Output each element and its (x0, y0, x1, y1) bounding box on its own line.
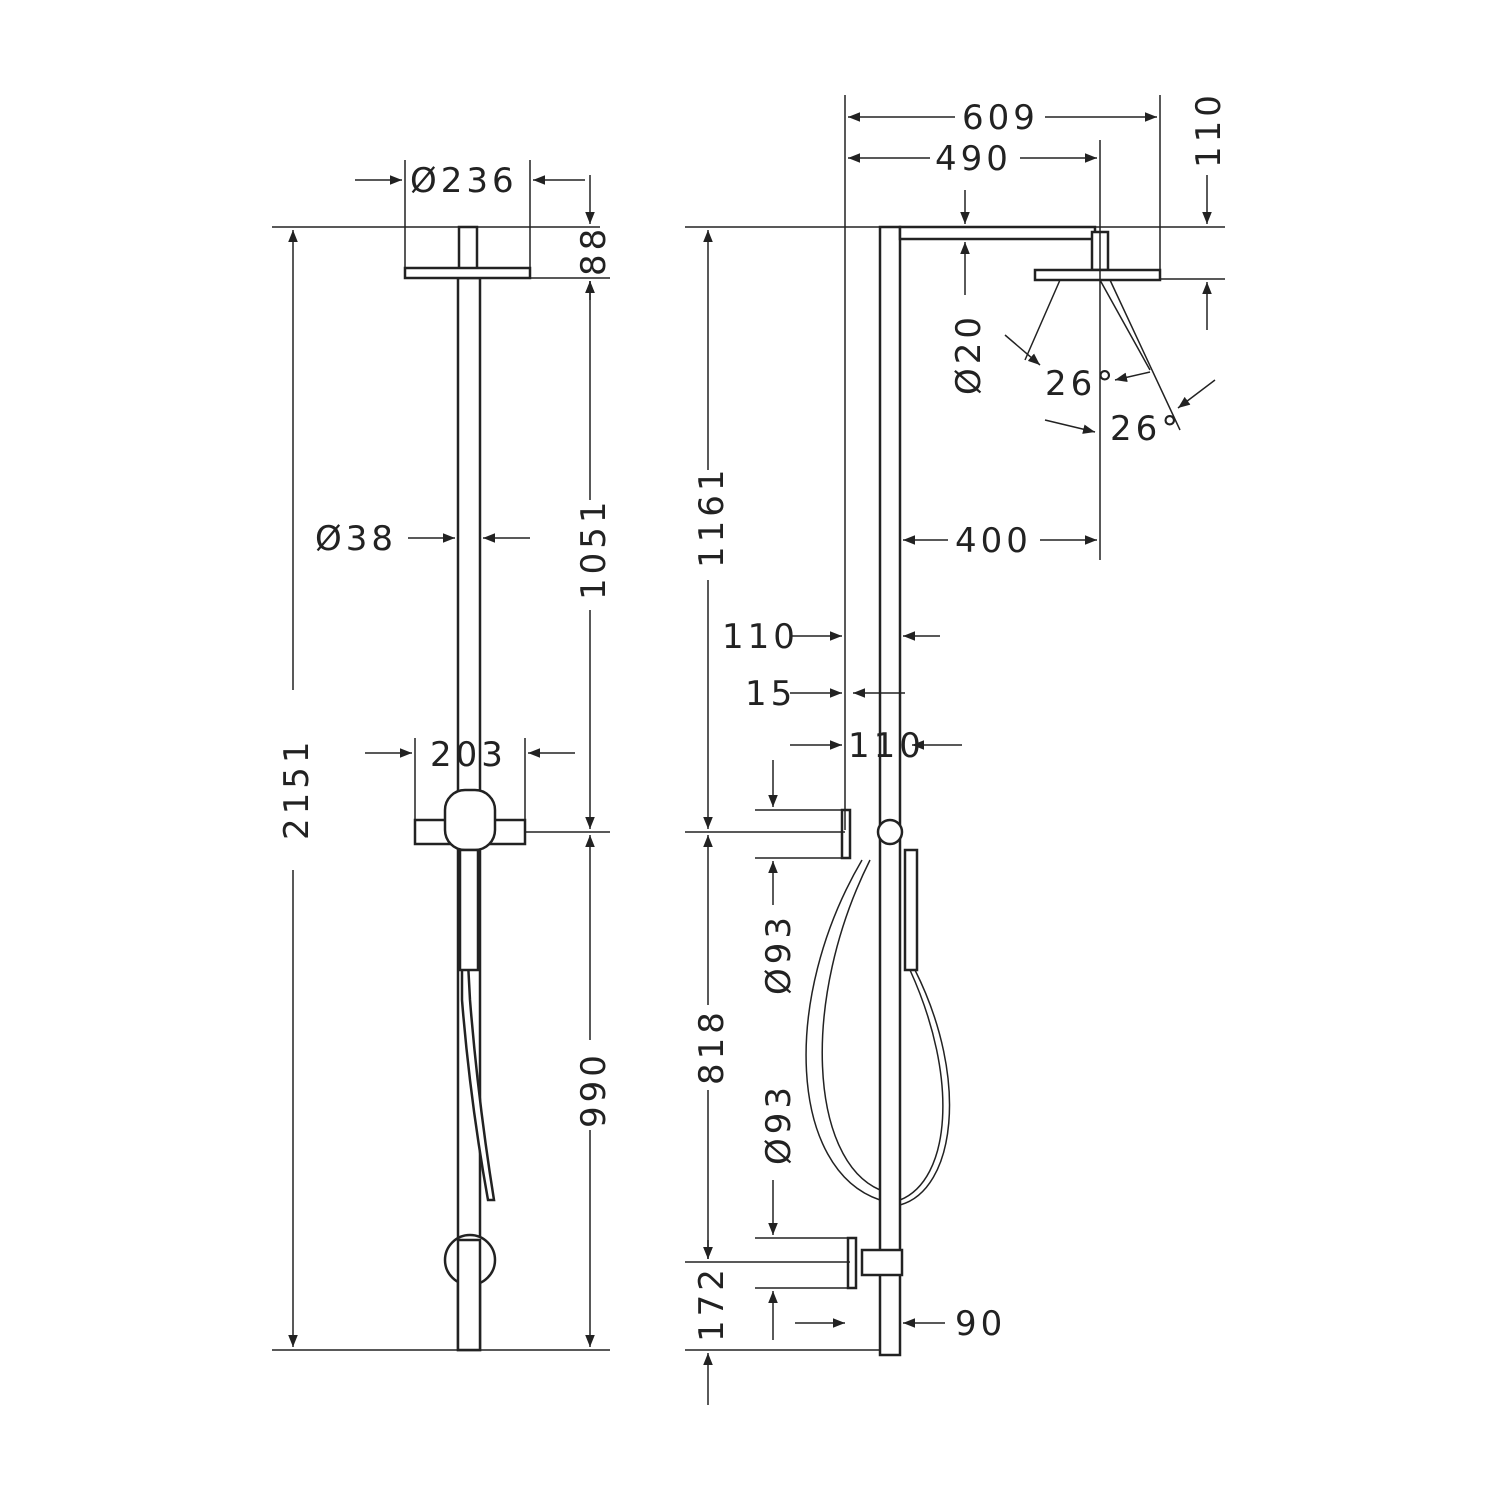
dim-lower-height: 990 (574, 1051, 614, 1128)
dim-upper-height-side: 1161 (692, 465, 732, 568)
mixer-handle (443, 788, 497, 852)
dim-mixer-width: 203 (430, 735, 507, 775)
dim-angle-1: 26° (1045, 364, 1117, 404)
dim-wall-distance-2: 110 (848, 726, 925, 766)
dim-connection-diameter-2: Ø93 (759, 1083, 799, 1165)
side-shower-head (1033, 268, 1162, 282)
dim-head-height: 88 (574, 225, 614, 276)
dim-head-from-column: 400 (955, 521, 1032, 561)
dim-arm-diameter: Ø20 (949, 313, 989, 395)
head-connector (457, 225, 479, 271)
hand-shower (458, 848, 480, 972)
column (878, 225, 902, 1357)
dim-outlet-projection: 90 (955, 1304, 1006, 1344)
dim-lower-height-side: 818 (692, 1008, 732, 1085)
dim-wall-gap: 15 (745, 674, 796, 714)
lower-connector (846, 1236, 858, 1290)
upper-connector (840, 808, 852, 860)
hand-shower-hose (460, 849, 496, 1202)
outlet-elbow (860, 1248, 904, 1277)
dim-angle-2: 26° (1110, 409, 1182, 449)
dim-total-height: 2151 (277, 737, 317, 840)
dim-connection-diameter-1: Ø93 (759, 913, 799, 995)
dim-wall-distance-1: 110 (722, 617, 799, 657)
side-hand-shower (903, 848, 919, 972)
side-view: 609 490 110 Ø20 26° 26° 1161 400 110 15 … (685, 91, 1229, 1405)
dim-total-projection: 609 (962, 98, 1039, 138)
pipe-bottom (456, 1238, 482, 1352)
front-view: 2151 1051 990 88 Ø236 Ø38 203 (272, 160, 614, 1352)
shower-head (403, 266, 532, 280)
shower-arm (898, 225, 1097, 241)
dim-bottom-height: 172 (692, 1265, 732, 1342)
dim-arm-projection: 490 (935, 139, 1012, 179)
dim-head-offset: 110 (1189, 91, 1229, 168)
dim-upper-height: 1051 (574, 497, 614, 600)
side-hose (805, 859, 951, 1206)
mixer-knob (876, 818, 904, 846)
dim-head-diameter: Ø236 (410, 161, 518, 201)
dim-pipe-diameter: Ø38 (315, 519, 397, 559)
